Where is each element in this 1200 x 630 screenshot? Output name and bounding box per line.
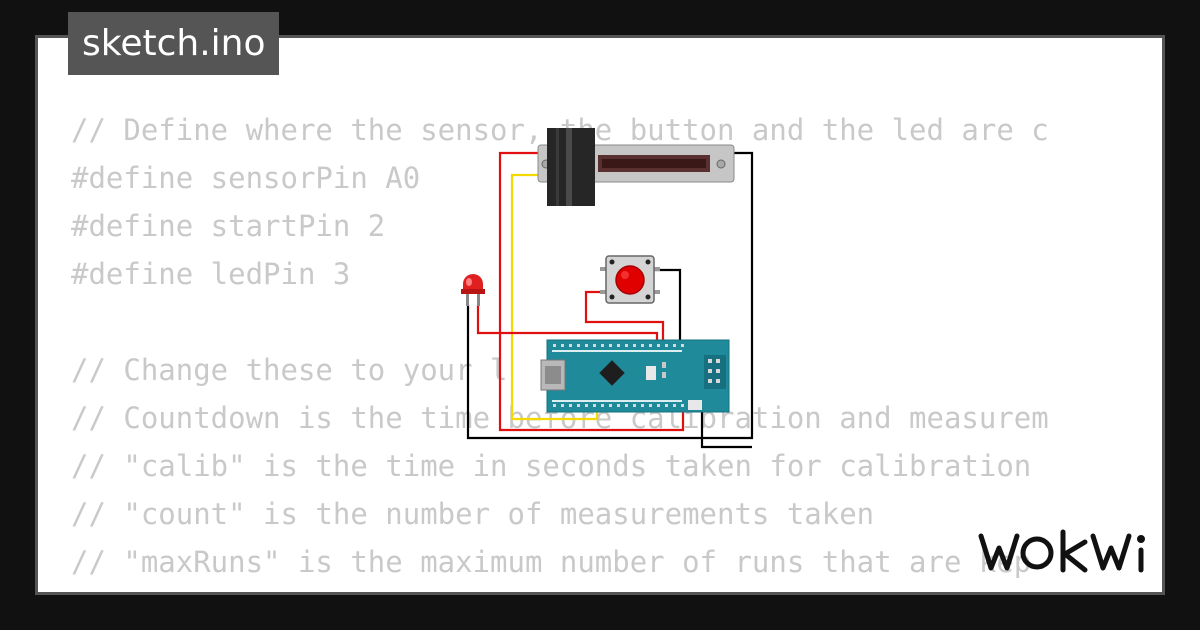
file-tab[interactable]: sketch.ino: [68, 12, 280, 75]
wires: [466, 151, 754, 449]
wire-black-gnd[interactable]: [700, 408, 752, 449]
wire-red-pot[interactable]: [498, 151, 685, 432]
icsp-header: [704, 355, 726, 389]
top-header-pins: [553, 344, 684, 347]
code-line: // Change these to your l: [71, 353, 508, 387]
bottom-header-pins: [553, 404, 684, 407]
slide-potentiometer[interactable]: [537, 128, 735, 206]
arduino-nano[interactable]: [540, 339, 730, 413]
editor-card: // Define where the sensor, the button a…: [35, 35, 1165, 595]
silkscreen-labels: [552, 350, 682, 402]
code-line: #define startPin 2: [71, 209, 386, 243]
code-line: // Define where the sensor, the button a…: [71, 113, 1049, 147]
wire-black-button[interactable]: [655, 268, 682, 343]
code-line: // "count" is the number of measurements…: [71, 497, 875, 531]
wire-red-led[interactable]: [476, 305, 659, 343]
microcontroller-chip: [599, 360, 625, 386]
code-line: #define ledPin 3: [71, 257, 351, 291]
code-line: // "maxRuns" is the maximum number of ru…: [71, 545, 1032, 579]
led[interactable]: [461, 274, 485, 306]
code-line: #define sensorPin A0: [71, 161, 421, 195]
wire-black-pot[interactable]: [466, 151, 754, 440]
code-editor[interactable]: // Define where the sensor, the button a…: [71, 106, 1136, 592]
code-line: // "calib" is the time in seconds taken …: [71, 449, 1032, 483]
wokwi-logo: [978, 529, 1145, 573]
wire-yellow-pot[interactable]: [510, 173, 599, 421]
wire-red-button[interactable]: [584, 290, 665, 343]
pushbutton[interactable]: [600, 255, 660, 304]
